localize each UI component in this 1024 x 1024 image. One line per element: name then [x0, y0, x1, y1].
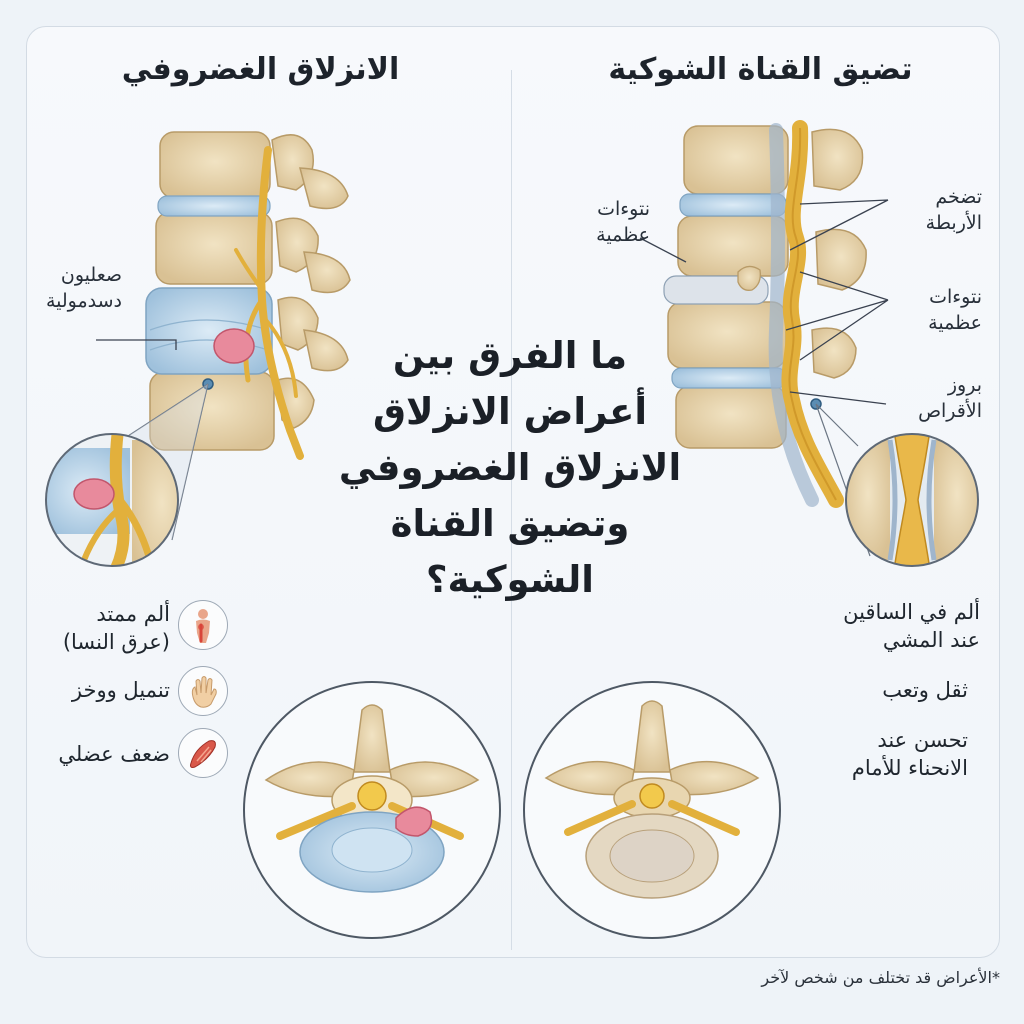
- symptom-muscle-weakness: ضعف عضلي: [58, 742, 170, 766]
- disc-bulge-label: بروز الأقراص: [918, 374, 982, 422]
- footnote: *الأعراض قد تختلف من شخص لآخر: [761, 968, 1000, 987]
- bone-spurs-label-left: نتوءات عظمية: [596, 198, 650, 246]
- zoom-circle-right: [845, 433, 979, 567]
- symptom-improves-bending: تحسن عند الانحناء للأمام: [851, 728, 968, 780]
- bone-spur: [737, 265, 761, 291]
- disc-label-left: صعليون دسدمولية: [45, 264, 122, 312]
- ligament-thickening-label: تضخم الأربطة: [925, 186, 982, 234]
- body-pain-icon: [178, 600, 228, 650]
- center-question: ما الفرق بين أعراض الانزلاق الانزلاق الغ…: [338, 334, 682, 601]
- symptom-numbness: تنميل ووخز: [71, 678, 170, 702]
- vertebra-body: [675, 385, 787, 449]
- bone-spurs-label-right: نتوءات عظمية: [928, 286, 982, 334]
- vertebra-body: [159, 131, 271, 199]
- muscle-icon: [178, 728, 228, 778]
- symptom-sciatica: ألم ممتد (عرق النسا): [62, 602, 170, 654]
- zoom-circle-left: [45, 433, 179, 567]
- symptom-heaviness: ثقل وتعب: [882, 678, 968, 702]
- spinal-stenosis-title: تضيق القناة الشوكية: [608, 52, 913, 87]
- right-spine-illustration: [639, 120, 979, 567]
- vertebra-body: [155, 211, 273, 285]
- affected-disc: [145, 287, 273, 375]
- hand-icon: [178, 666, 228, 716]
- herniation-bulge: [213, 328, 255, 364]
- intervertebral-disc: [157, 195, 271, 217]
- cross-section-herniated: [243, 681, 501, 939]
- center-divider: [511, 70, 512, 950]
- left-spine-illustration: [45, 131, 351, 567]
- cross-section-stenosis: [523, 681, 781, 939]
- symptom-leg-pain-walking: ألم في الساقين عند المشي: [843, 600, 980, 652]
- herniated-disc-title: الانزلاق الغضروفي: [121, 52, 400, 87]
